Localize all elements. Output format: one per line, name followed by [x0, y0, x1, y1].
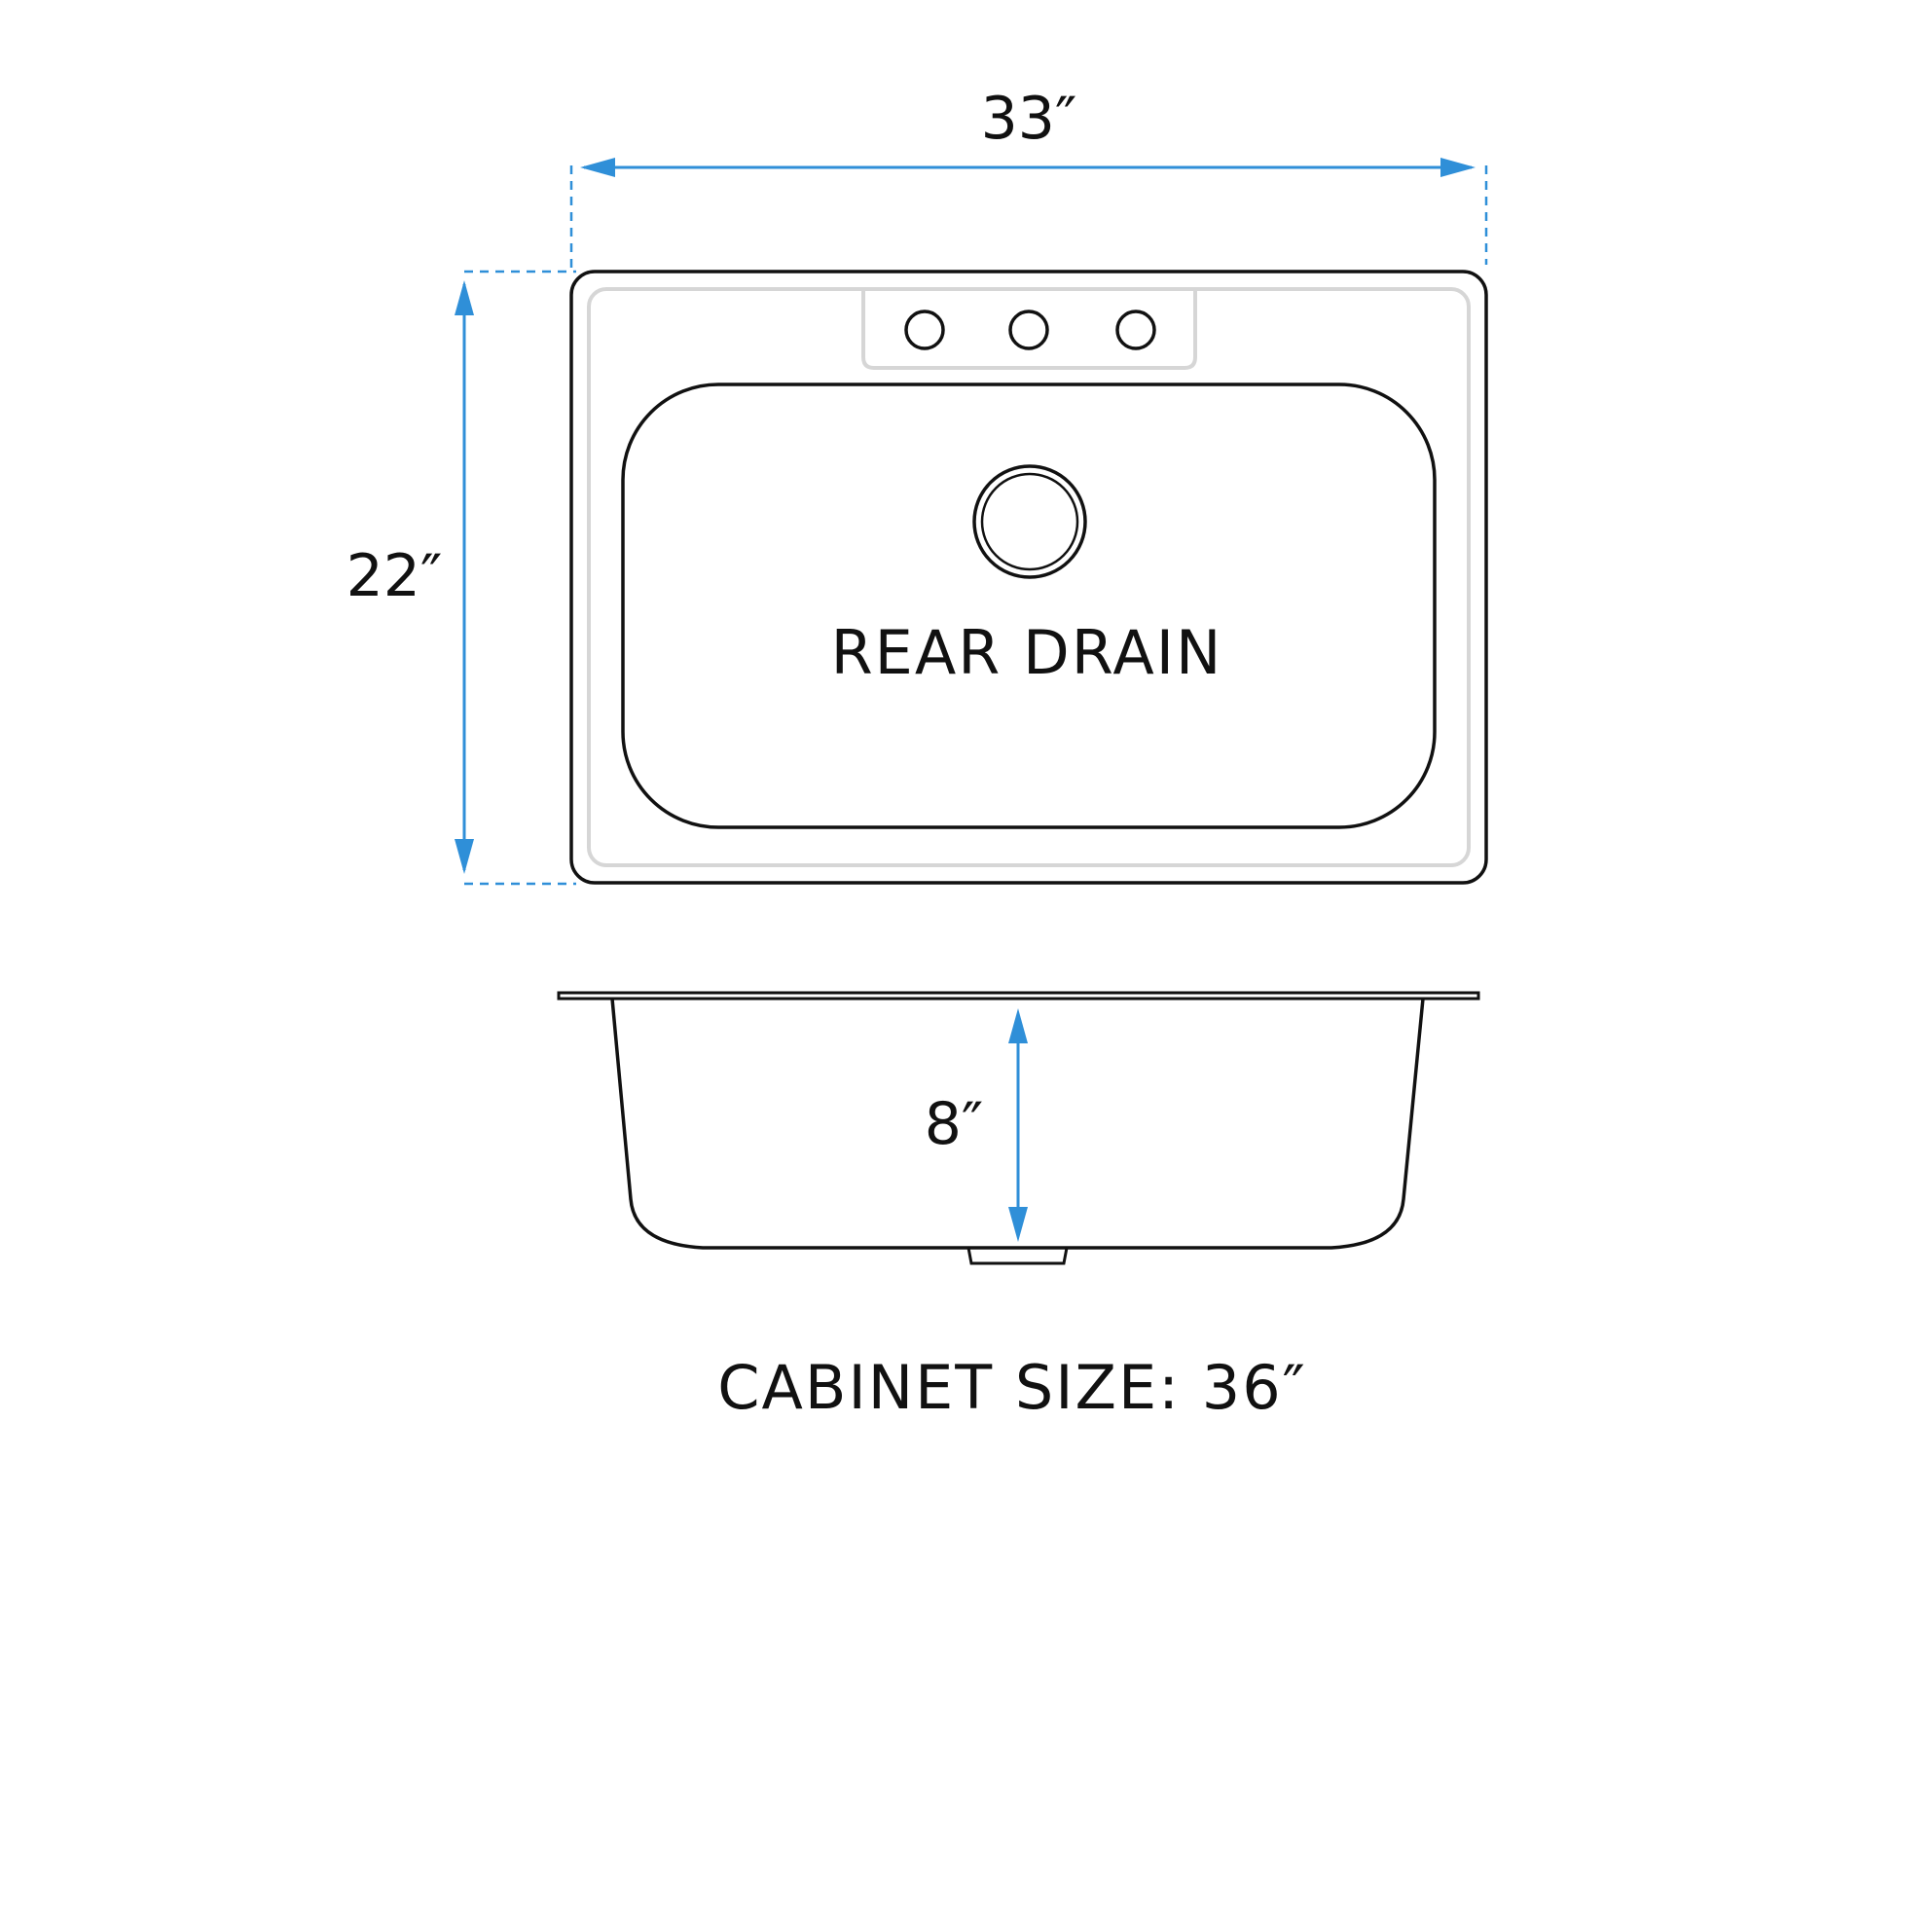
faucet-hole-icon — [904, 310, 945, 350]
width-label: 33″ — [981, 85, 1077, 153]
width-arrow-left — [580, 158, 615, 177]
depth-arrow-top — [1008, 1008, 1028, 1043]
drain-outer-icon — [972, 464, 1087, 579]
faucet-hole-icon — [1115, 310, 1156, 350]
width-arrow-right — [1440, 158, 1476, 177]
sink-inner-rim — [587, 287, 1471, 867]
sink-flange — [557, 991, 1480, 1001]
sink-basin — [621, 383, 1437, 829]
drain-outlet — [966, 1247, 1069, 1265]
cabinet-size-label: CABINET SIZE: 36″ — [717, 1352, 1307, 1423]
depth-arrow-bottom — [1008, 1207, 1028, 1242]
length-dimension: 22″ — [346, 270, 576, 886]
faucet-hole-icon — [1008, 310, 1049, 350]
width-dimension: 33″ — [569, 85, 1488, 273]
length-arrow-top — [455, 280, 474, 315]
drain-label: REAR DRAIN — [831, 617, 1223, 688]
sink-outer-rim — [569, 270, 1488, 885]
length-arrow-bottom — [455, 839, 474, 874]
depth-label: 8″ — [925, 1090, 984, 1158]
length-label: 22″ — [346, 542, 443, 610]
drain-inner-icon — [980, 472, 1079, 571]
sink-side-view: 8″ — [557, 991, 1480, 1265]
sink-top-view: REAR DRAIN — [569, 270, 1488, 885]
sink-bowl-profile — [610, 998, 1425, 1250]
faucet-deck — [861, 289, 1197, 370]
